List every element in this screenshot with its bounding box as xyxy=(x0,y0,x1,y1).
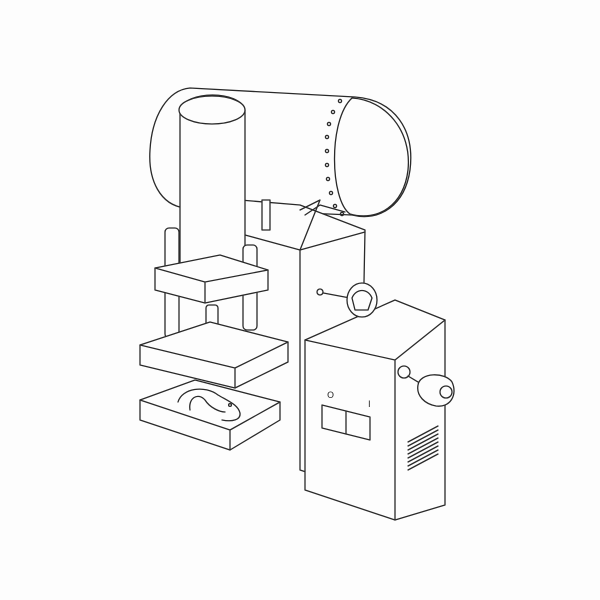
vertical-cylinder xyxy=(178,94,246,287)
vent-slots xyxy=(407,425,439,471)
switch-off-label: O xyxy=(327,391,334,401)
pressure-gauge xyxy=(316,282,378,318)
mold-plate xyxy=(139,379,281,451)
control-box: O I xyxy=(304,282,455,521)
power-switch[interactable]: O I xyxy=(321,391,371,441)
switch-on-label: I xyxy=(368,400,371,410)
press-head xyxy=(154,227,269,346)
ear-mold-shape xyxy=(177,388,241,422)
side-lever[interactable] xyxy=(397,365,455,407)
tank-rivets xyxy=(324,98,345,217)
upper-die-plate xyxy=(139,321,289,389)
